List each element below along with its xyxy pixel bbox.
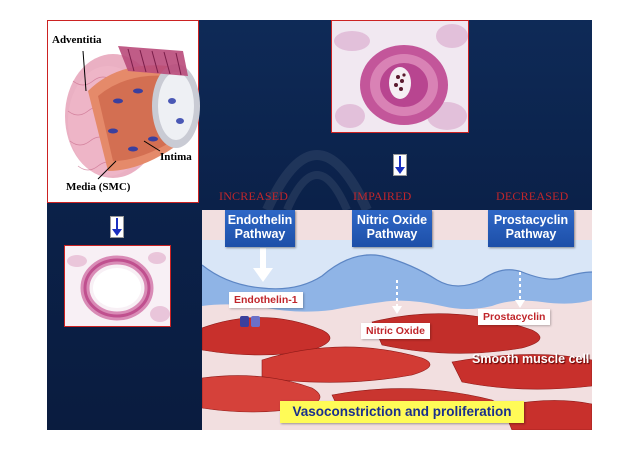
down-arrow-left bbox=[110, 216, 124, 238]
pathway-diagram: Endothelin Pathway Nitric Oxide Pathway … bbox=[202, 210, 592, 430]
endothelin-pathway-line1: Endothelin bbox=[227, 213, 293, 227]
endothelin-pathway-box: Endothelin Pathway bbox=[225, 210, 295, 247]
vasoconstriction-outcome-box: Vasoconstriction and proliferation bbox=[280, 401, 524, 423]
state-impaired: IMPAIRED bbox=[353, 189, 412, 203]
adventitia-label: Adventitia bbox=[52, 34, 102, 46]
nitric-oxide-pathway-line1: Nitric Oxide bbox=[356, 213, 428, 227]
state-increased: INCREASED bbox=[219, 189, 289, 203]
prostacyclin-pathway-box: Prostacyclin Pathway bbox=[488, 210, 574, 247]
vessel-wall-diagram: Adventitia Intima Media (SMC) bbox=[47, 20, 200, 203]
endothelin-pathway-line2: Pathway bbox=[234, 227, 286, 241]
vessel-cross-section-illustration bbox=[65, 46, 200, 180]
nitric-oxide-label: Nitric Oxide bbox=[361, 323, 430, 339]
histology-image-left bbox=[64, 245, 171, 327]
nitric-oxide-pathway-box: Nitric Oxide Pathway bbox=[352, 210, 432, 247]
watermark-logo bbox=[262, 150, 372, 213]
prostacyclin-pathway-line1: Prostacyclin bbox=[493, 213, 569, 227]
down-arrow-top bbox=[393, 154, 407, 176]
intima-label: Intima bbox=[160, 151, 192, 163]
slide: Adventitia Intima Media (SMC) bbox=[47, 20, 592, 430]
prostacyclin-pathway-line2: Pathway bbox=[505, 227, 557, 241]
prostacyclin-label: Prostacyclin bbox=[478, 309, 551, 325]
smooth-muscle-cell-label: Smooth muscle cell bbox=[472, 352, 590, 366]
media-label: Media (SMC) bbox=[66, 181, 131, 193]
state-decreased: DECREASED bbox=[496, 189, 569, 203]
nitric-oxide-pathway-line2: Pathway bbox=[366, 227, 418, 241]
histology-image-top bbox=[331, 20, 469, 133]
endothelin-1-label: Endothelin-1 bbox=[229, 292, 303, 308]
